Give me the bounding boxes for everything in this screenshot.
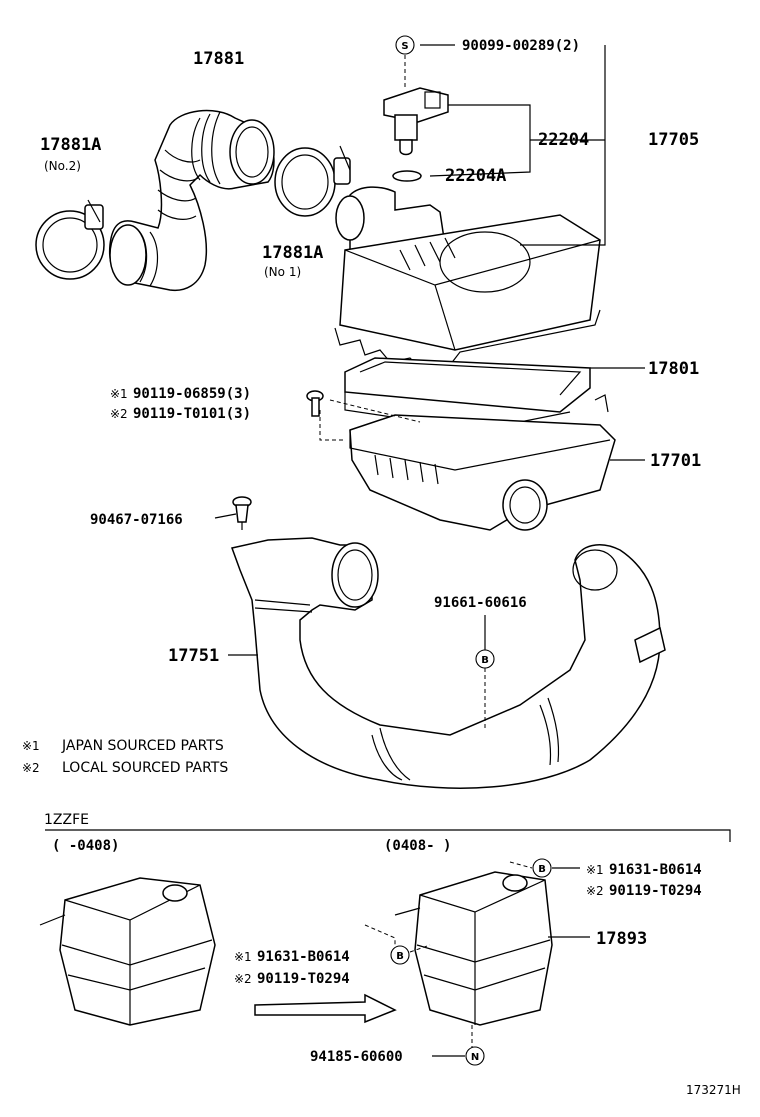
- resonator-new[interactable]: [394, 871, 553, 1026]
- air-cleaner-case-17701[interactable]: [349, 394, 616, 531]
- range-right: (0408- ): [384, 838, 451, 854]
- label-no1: (No 1): [264, 265, 301, 279]
- range-left: ( -0408): [52, 838, 119, 854]
- marker-2-a: ※2: [110, 407, 128, 421]
- label-17893[interactable]: 17893: [596, 929, 647, 949]
- label-91631-B0614-left[interactable]: 91631-B0614: [257, 949, 350, 965]
- circle-marker-b-right: B: [532, 858, 552, 878]
- marker-1-a: ※1: [110, 387, 128, 401]
- label-90119-06859[interactable]: 90119-06859(3): [133, 386, 251, 402]
- marker-2-c: ※2: [234, 972, 252, 986]
- air-inlet-duct-17751[interactable]: [231, 537, 666, 789]
- intake-hose-17881[interactable]: [108, 109, 275, 292]
- label-22204[interactable]: 22204: [538, 130, 589, 150]
- air-flow-meter-22204[interactable]: [383, 87, 449, 156]
- marker-2-b: ※2: [586, 884, 604, 898]
- change-arrow: [254, 993, 397, 1024]
- note2-marker: ※2: [22, 761, 40, 775]
- marker-1-b: ※1: [586, 863, 604, 877]
- circle-marker-n: N: [465, 1046, 485, 1066]
- air-filter-element-17801[interactable]: [344, 357, 591, 431]
- diagram-ref: 173271H: [686, 1083, 741, 1097]
- hose-clamp-no1[interactable]: [274, 145, 351, 217]
- label-17801[interactable]: 17801: [648, 359, 699, 379]
- svg-text:B: B: [538, 864, 546, 875]
- o-ring-22204A[interactable]: [392, 170, 422, 182]
- bolt-90119[interactable]: [306, 390, 324, 417]
- marker-1-c: ※1: [234, 950, 252, 964]
- label-91661-60616[interactable]: 91661-60616: [434, 595, 527, 611]
- svg-text:N: N: [471, 1052, 479, 1063]
- label-90467-07166[interactable]: 90467-07166: [90, 512, 183, 528]
- label-91631-B0614-right[interactable]: 91631-B0614: [609, 862, 702, 878]
- svg-text:B: B: [481, 655, 489, 666]
- resonator-old[interactable]: [39, 877, 216, 1026]
- note2-text: LOCAL SOURCED PARTS: [62, 760, 228, 776]
- label-90119-T0294-right[interactable]: 90119-T0294: [609, 883, 702, 899]
- leader-lines: [45, 44, 731, 1057]
- note1-text: JAPAN SOURCED PARTS: [61, 738, 224, 754]
- label-17701[interactable]: 17701: [650, 451, 701, 471]
- label-90119-T0101[interactable]: 90119-T0101(3): [133, 406, 251, 422]
- hose-clamp-no2[interactable]: [35, 199, 105, 280]
- circle-marker-b-left: B: [390, 945, 410, 965]
- label-22204A[interactable]: 22204A: [445, 166, 506, 186]
- label-no2: (No.2): [44, 159, 81, 173]
- engine-label: 1ZZFE: [44, 812, 89, 828]
- label-17881A-no1[interactable]: 17881A: [262, 243, 323, 263]
- label-90099-00289[interactable]: 90099-00289(2): [462, 38, 580, 54]
- label-17881[interactable]: 17881: [193, 49, 244, 69]
- label-94185-60600[interactable]: 94185-60600: [310, 1049, 403, 1065]
- label-90119-T0294-left[interactable]: 90119-T0294: [257, 971, 350, 987]
- svg-text:S: S: [401, 41, 408, 52]
- circle-marker-b-duct: B: [475, 649, 495, 669]
- note1-marker: ※1: [22, 739, 40, 753]
- air-cleaner-cap[interactable]: [334, 186, 601, 369]
- circle-marker-s: S: [395, 35, 415, 55]
- label-17881A-no2[interactable]: 17881A: [40, 135, 101, 155]
- clip-90467[interactable]: [232, 496, 252, 530]
- label-17705[interactable]: 17705: [648, 130, 699, 150]
- svg-text:B: B: [396, 951, 404, 962]
- label-17751[interactable]: 17751: [168, 646, 219, 666]
